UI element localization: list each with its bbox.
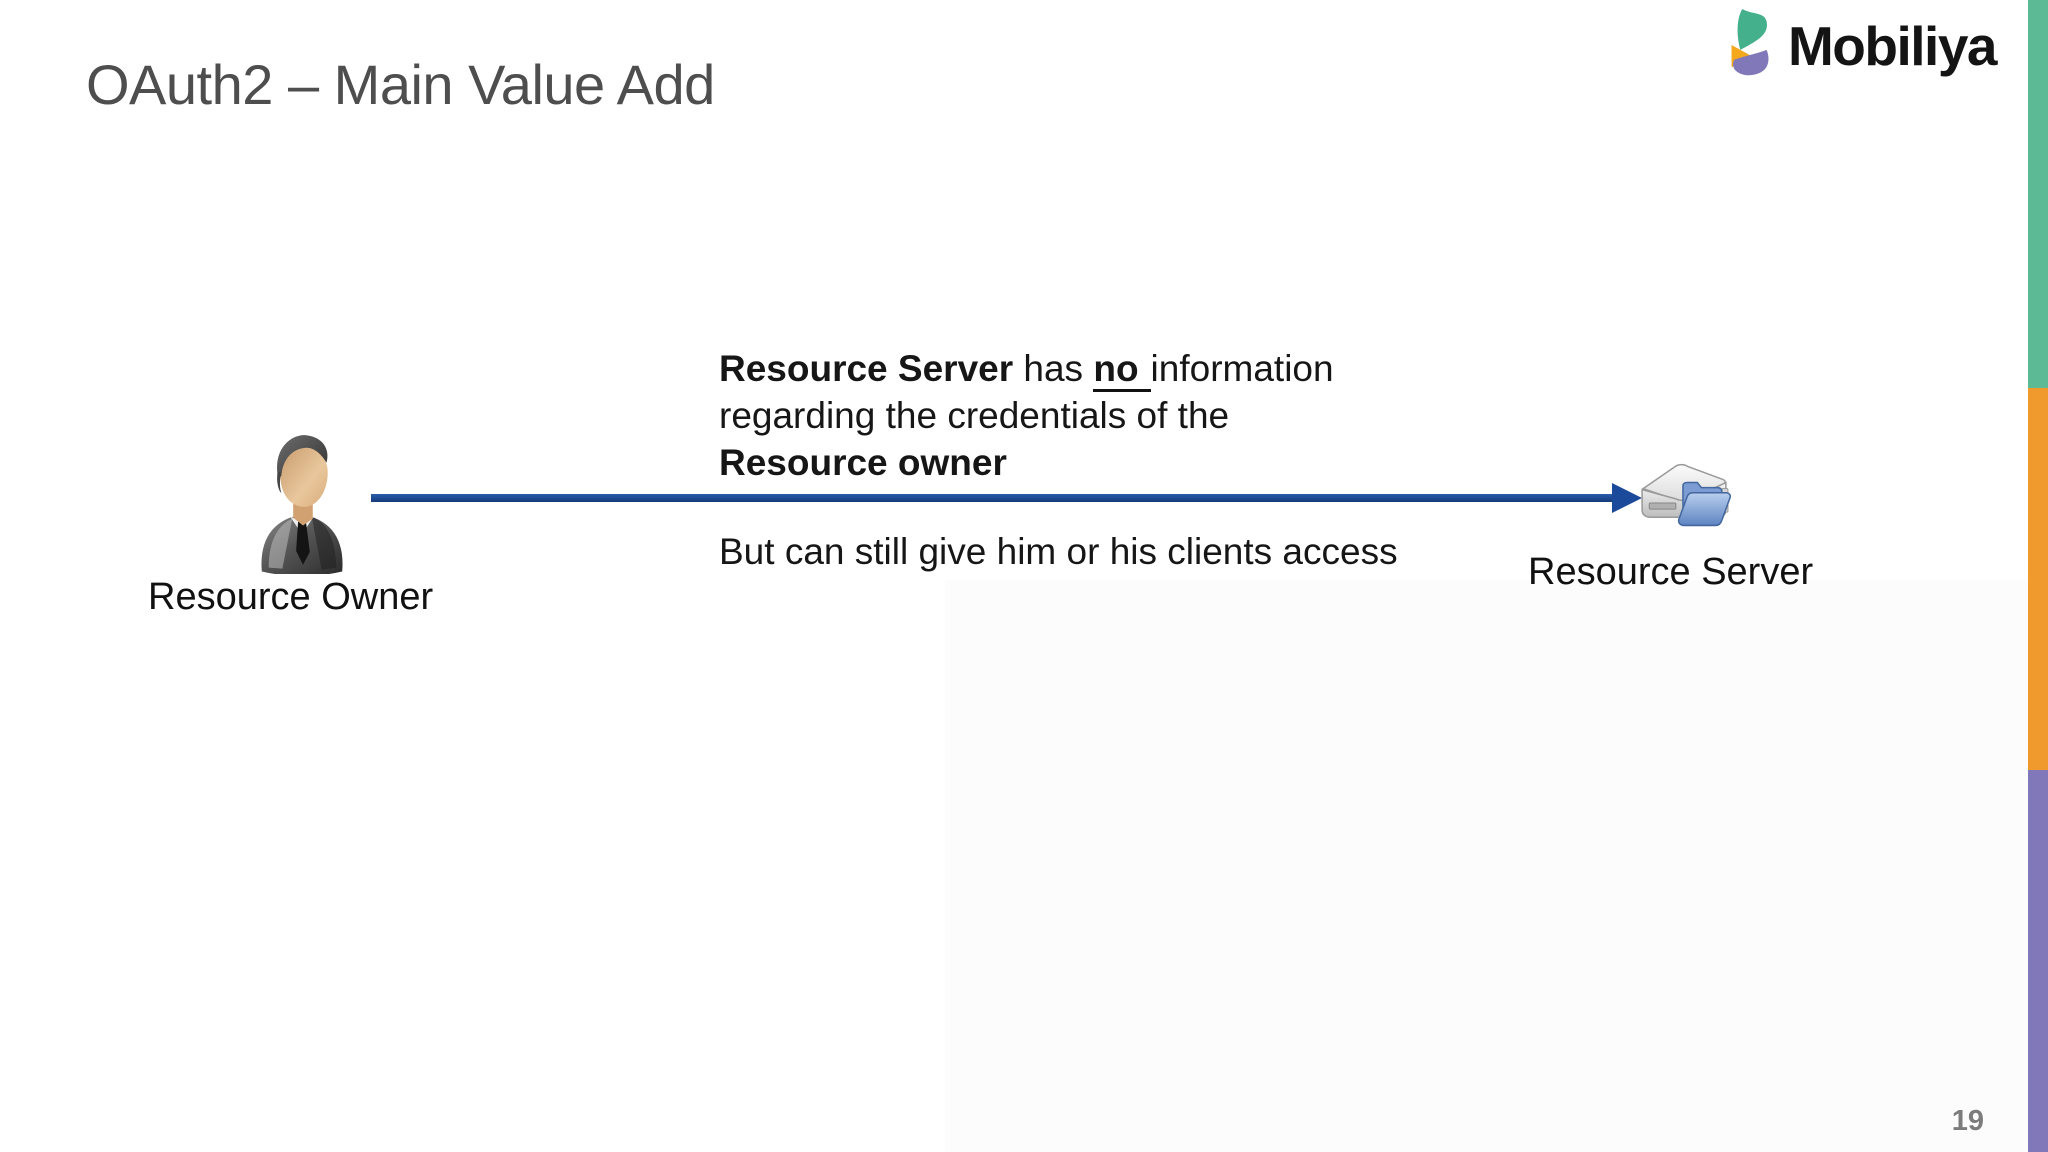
mobiliya-wordmark: Mobiliya	[1787, 15, 1998, 77]
accent-bars	[2028, 0, 2048, 1152]
content-area-tint	[945, 580, 2028, 1152]
person-icon	[261, 435, 343, 574]
resource-server-label: Resource Server	[1528, 551, 1814, 593]
accent-bar-orange	[2028, 388, 2048, 770]
arrow-right-icon	[371, 494, 1617, 502]
accent-bar-purple	[2028, 770, 2048, 1152]
resource-owner-label: Resource Owner	[148, 576, 434, 618]
server-folder-icon	[1641, 463, 1731, 527]
arrow-head-icon	[1612, 483, 1642, 513]
note-line-4: But can still give him or his clients ac…	[719, 531, 1398, 572]
note-line-2: regarding the credentials of the	[719, 395, 1230, 436]
page-title: OAuth2 – Main Value Add	[86, 53, 715, 116]
page-number: 19	[1951, 1105, 1984, 1137]
mobiliya-logo: Mobiliya	[1728, 8, 1998, 84]
mobiliya-leaf-mark-icon	[1731, 8, 1769, 76]
accent-bar-teal	[2028, 0, 2048, 388]
note-line-3: Resource owner	[719, 442, 1007, 483]
